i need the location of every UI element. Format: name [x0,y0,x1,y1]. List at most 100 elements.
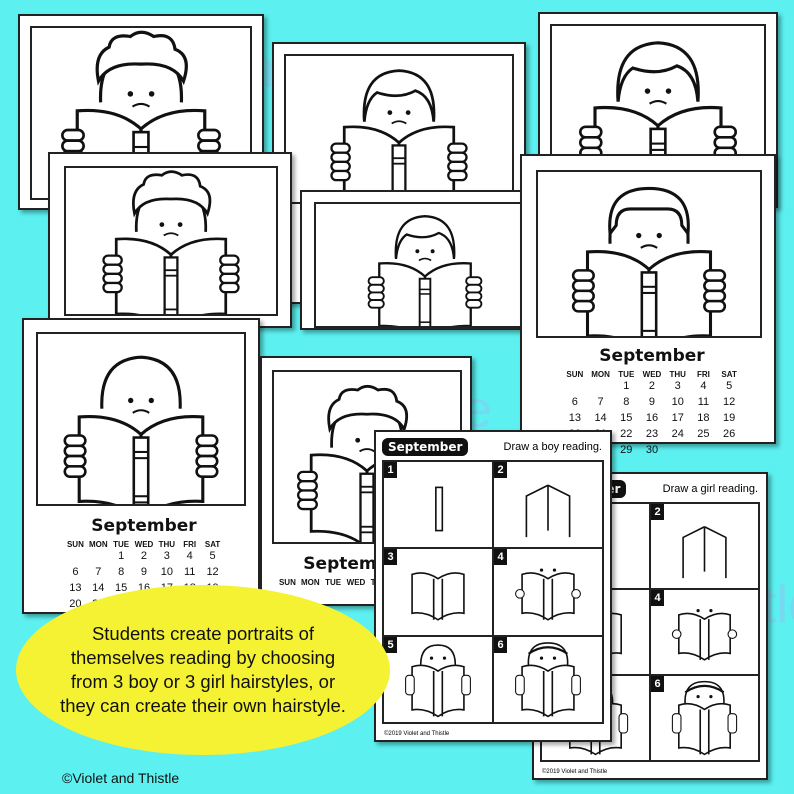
worksheet-step-2: 2 [650,503,759,589]
step-number: 2 [651,504,664,520]
calendar-date: 10 [671,396,684,408]
step-drawing [515,568,581,622]
calendar-date: 4 [186,550,193,562]
calendar-date [716,443,742,458]
calendar-date: 15 [620,412,633,424]
calendar-date: 30 [645,444,659,456]
step-number: 4 [651,590,664,606]
calendar-date: 6 [571,396,578,408]
description-bubble: Students create portraits of themselves … [16,585,390,755]
worksheet-step-4: 4 [493,548,603,636]
calendar-date: 14 [594,412,607,424]
calendar-date: 19 [723,412,736,424]
worksheet-step-3: 3 [383,548,493,636]
calendar-date: 22 [620,428,633,440]
calendar-date [64,549,87,564]
worksheet-boy: September Draw a boy reading. 1 2 3 4 5 6 ©20… [374,430,612,742]
reader-illustration [330,69,468,202]
footer-copyright: ©Violet and Thistle [62,770,180,786]
step-drawing [671,608,738,661]
step-drawing [671,680,738,756]
calendar-date: 5 [726,380,733,392]
step-number: 4 [494,549,507,566]
worksheet-copyright: ©2019 Violet and Thistle [542,769,608,775]
step-drawing [515,641,581,718]
calendar-date: 2 [140,550,148,562]
worksheet-logo: September [382,438,469,456]
calendar-date: 3 [674,380,681,392]
portrait-frame [64,166,278,316]
calendar-date: 11 [184,566,196,578]
worksheet-step-4: 4 [650,589,759,675]
portrait-frame [314,202,536,328]
calendar-date: 4 [700,380,707,392]
calendar-date: 12 [723,396,736,408]
calendar-date: 13 [69,582,82,594]
reader-illustration [571,186,727,336]
portrait-frame [284,54,514,204]
portrait-card-center-girl [300,190,548,330]
portrait-frame [536,170,762,338]
calendar-date: 6 [72,566,79,578]
calendar-date: 17 [671,412,684,424]
calendar-date: 29 [620,444,633,456]
step-drawing [682,526,727,579]
calendar-date: 3 [163,550,170,562]
calendar-date [87,549,110,564]
step-drawing [435,486,444,532]
calendar-month: September [599,346,705,366]
worksheet-step-2: 2 [493,461,603,549]
calendar-date: 16 [645,412,659,424]
portrait-card-curly-boy [48,152,292,328]
calendar-date: 5 [209,550,216,562]
step-number: 6 [651,676,664,692]
worksheet-copyright: ©2019 Violet and Thistle [384,731,450,737]
calendar-date: 18 [697,412,710,424]
calendar-date: 9 [648,396,656,408]
worksheet-steps: 1 2 3 4 5 6 [382,460,604,724]
worksheet-step-1: 1 [383,461,493,549]
calendar-date: 8 [118,566,125,578]
calendar-date: 13 [568,412,581,424]
step-drawing [411,572,465,622]
reader-illustration [102,170,240,314]
reader-illustration [63,355,219,504]
calendar-date: 1 [118,550,125,562]
step-number: 5 [384,636,397,653]
calendar-date: 12 [206,566,219,578]
worksheet-title: Draw a boy reading. [503,441,602,453]
calendar-month: September [91,516,197,536]
calendar-date: 7 [597,396,604,408]
reader-illustration [367,215,483,326]
worksheet-step-6: 6 [493,635,603,723]
calendar-date: 11 [697,396,710,408]
calendar-date: 9 [140,566,148,578]
step-drawing [525,484,571,538]
step-drawing [405,643,471,718]
calendar-date [665,443,691,458]
calendar-date: 26 [723,428,736,440]
description-text: Students create portraits of themselves … [60,623,346,716]
worksheet-step-5: 5 [383,635,493,723]
calendar-date: 1 [623,380,630,392]
calendar-date: 14 [92,582,105,594]
calendar-date: 15 [115,582,128,594]
calendar-date [691,443,717,458]
calendar-date [588,379,614,394]
worksheet-title: Draw a girl reading. [662,483,758,495]
step-number: 1 [384,462,397,478]
calendar-date: 10 [160,566,173,578]
calendar-date: 23 [645,428,659,440]
worksheet-header: September Draw a boy reading. [382,438,604,458]
calendar-date: 7 [95,566,102,578]
calendar-date [562,379,588,394]
calendar-date: 8 [623,396,630,408]
calendar-date: 25 [697,428,710,440]
step-number: 3 [384,549,397,566]
step-number: 6 [494,636,507,653]
calendar-date: 24 [671,428,684,440]
portrait-frame [36,332,246,506]
